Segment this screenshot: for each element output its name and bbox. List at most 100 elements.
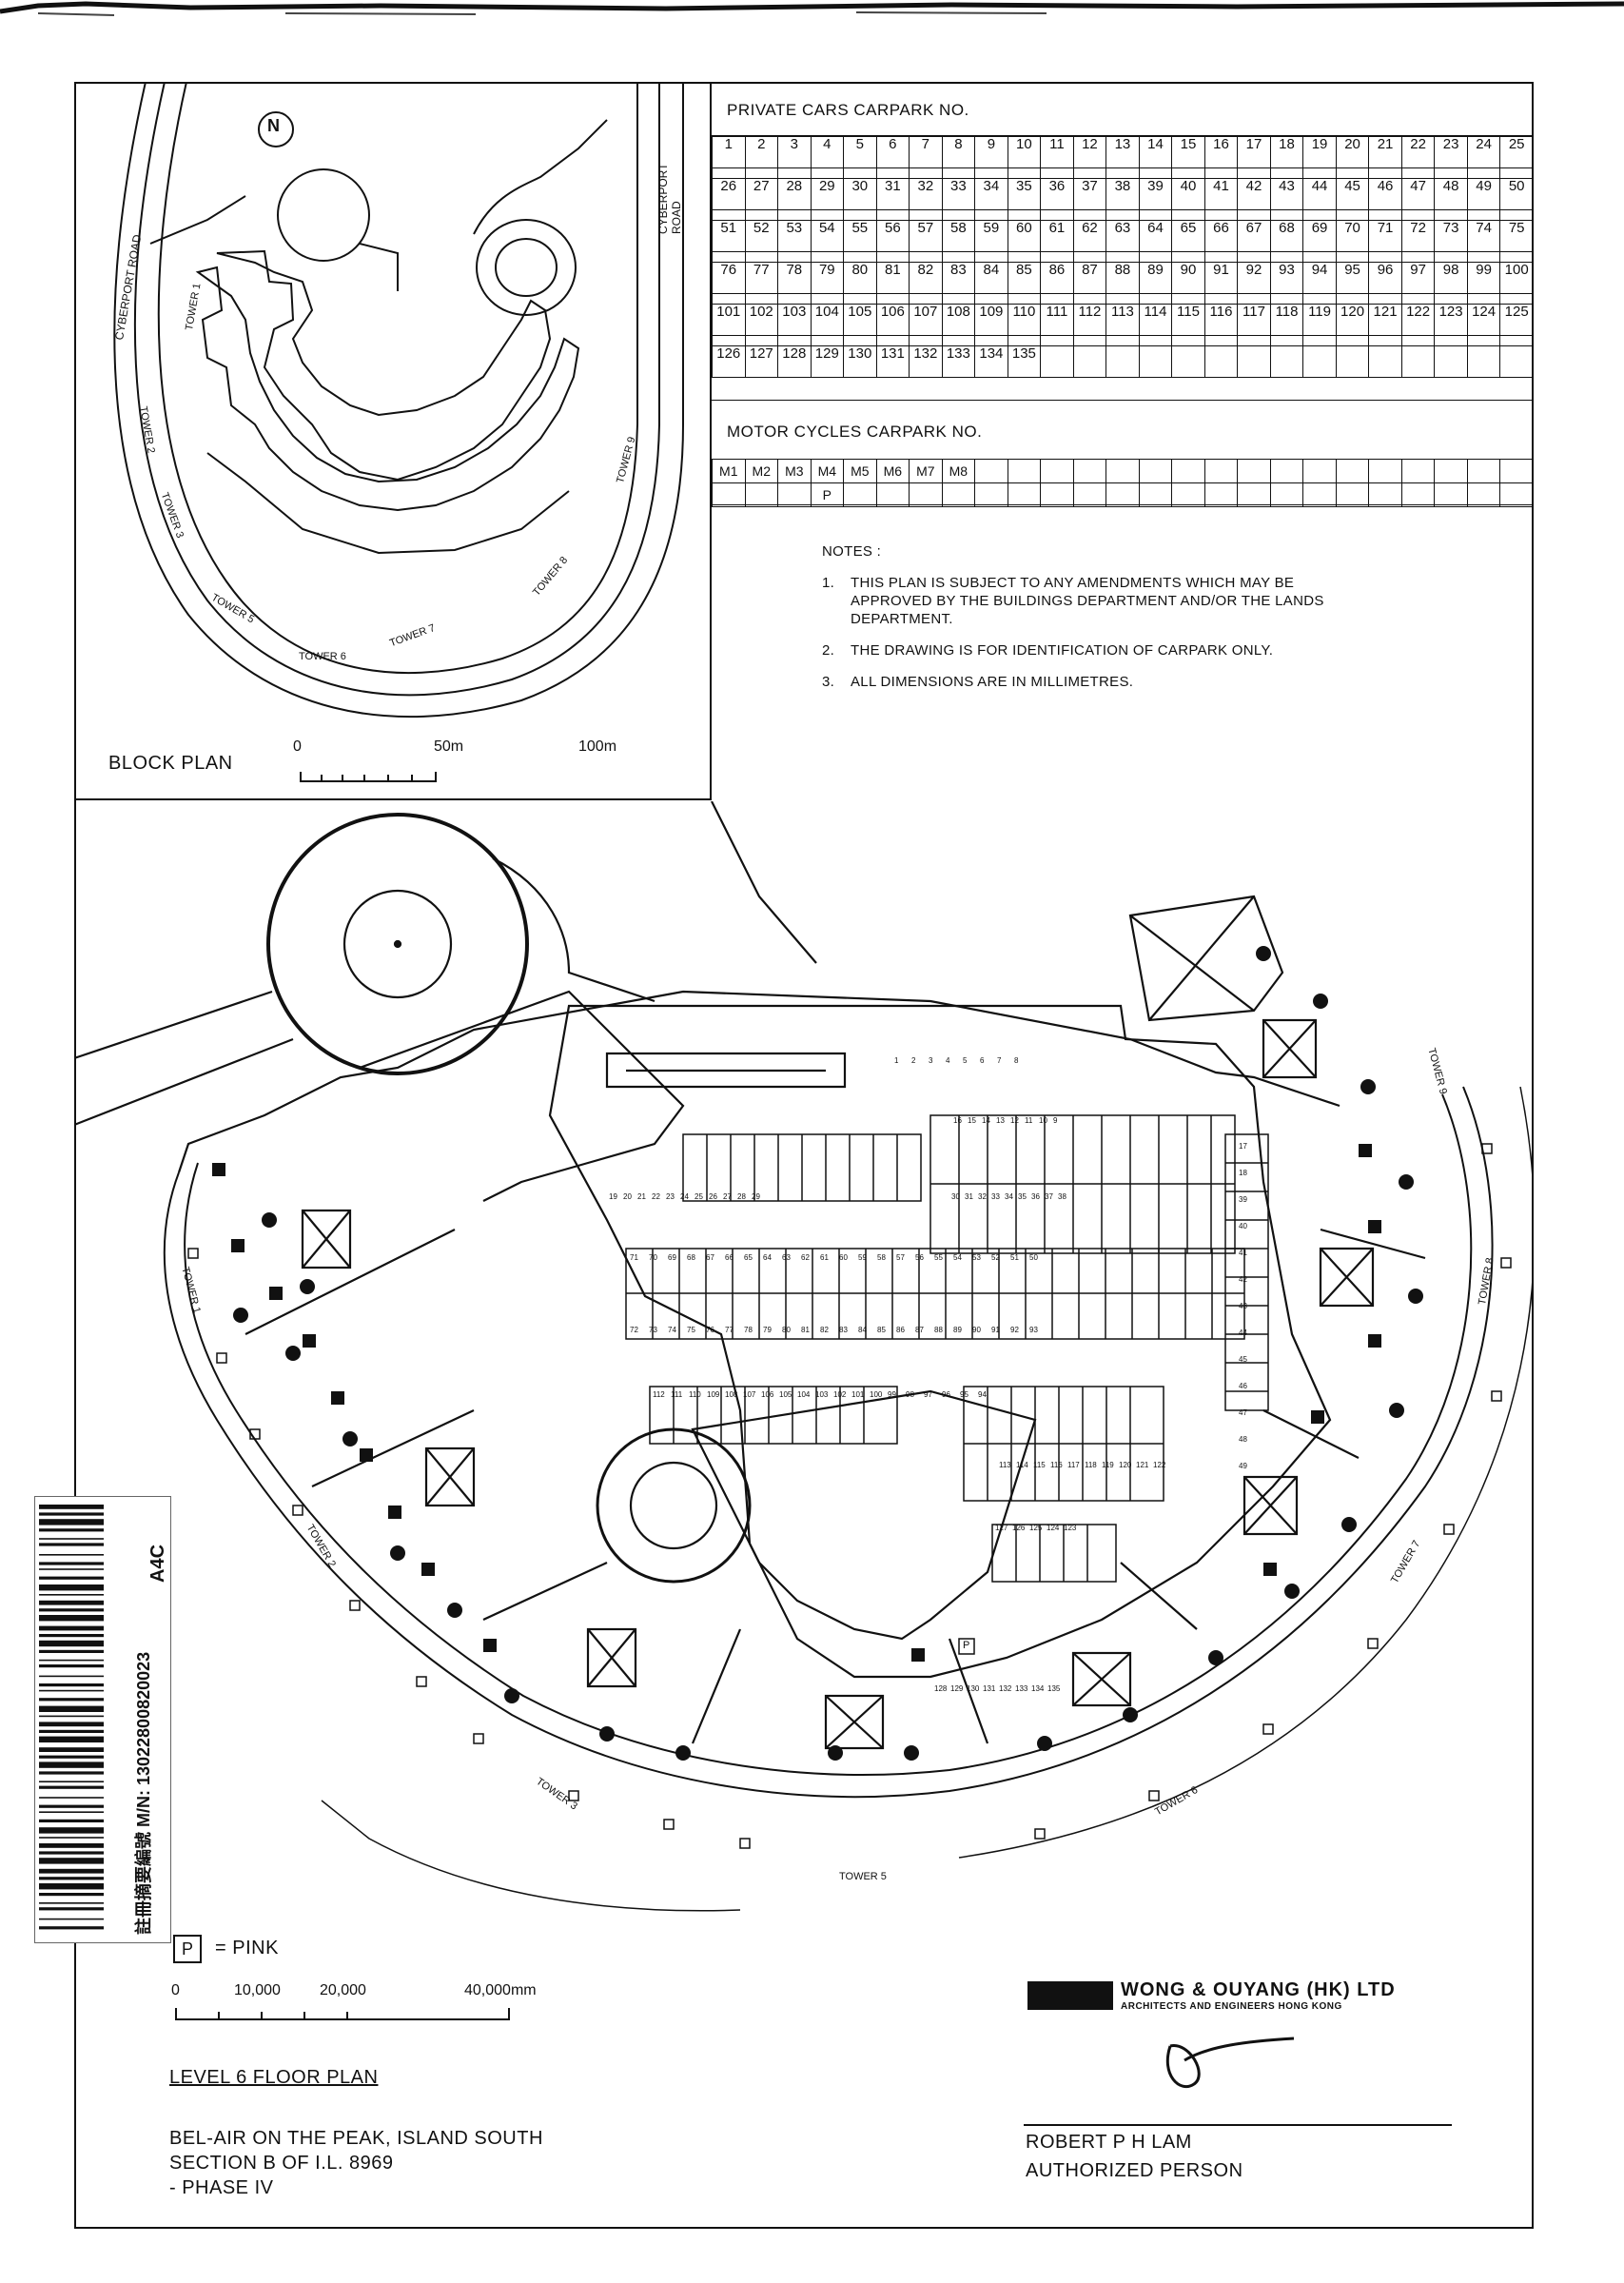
carpark-number-cell: 125 [1499,304,1534,336]
parking-bay-number: 7 [997,1056,1002,1065]
parking-bay-number: 27 [723,1192,732,1201]
carpark-number-cell: 74 [1466,220,1501,252]
parking-bay-number: 16 [953,1116,962,1125]
carpark-number-cell: 81 [875,262,910,294]
carpark-number-cell: 6 [875,136,910,168]
carpark-number-cell: 19 [1302,136,1337,168]
carpark-number-cell: 120 [1335,304,1370,336]
carpark-number-cell: 10 [1007,136,1042,168]
carpark-number-cell: 28 [777,178,812,210]
barcode-number: 註冊摘要編號 M/N: 13022800820023 [134,1651,153,1935]
parking-bay-number: 98 [906,1390,914,1399]
parking-bay-number: 50 [1029,1253,1038,1262]
carpark-number-cell: 124 [1466,304,1501,336]
parking-bay-number: 72 [630,1326,638,1334]
parking-bay-number: 35 [1018,1192,1027,1201]
parking-bay-number: 114 [1016,1461,1028,1469]
carpark-number-cell: 54 [810,220,845,252]
carpark-number-cell: 20 [1335,136,1370,168]
barcode-bar [39,1543,104,1546]
parking-bay-number: 96 [942,1390,950,1399]
carpark-number-cell: 104 [810,304,845,336]
parking-bay-number: 80 [782,1326,791,1334]
parking-bay-number: 18 [1239,1169,1247,1177]
parking-bay-number: 20 [623,1192,632,1201]
parking-bay-number: 132 [999,1684,1012,1693]
carpark-number-cell: 134 [974,345,1008,378]
parking-bay-number: 105 [779,1390,792,1399]
parking-bay-number: 108 [725,1390,738,1399]
carpark-number-cell: 113 [1105,304,1140,336]
barcode-bar [39,1797,104,1799]
legend-pink-marker: P [173,1935,202,1963]
parking-bay-number: 43 [1239,1302,1247,1310]
parking-bay-number: 87 [915,1326,924,1334]
parking-bay-number: 100 [870,1390,883,1399]
parking-bay-number: 9 [1053,1116,1058,1125]
carpark-number-cell: 100 [1499,262,1534,294]
parking-bay-number: 10 [1039,1116,1047,1125]
barcode-bar [39,1729,104,1733]
carpark-number-cell: 133 [941,345,976,378]
parking-bay-number: 112 [653,1390,665,1399]
barcode-bar [39,1877,104,1880]
barcode-bar [39,1705,104,1712]
carpark-number-cell: 30 [843,178,877,210]
barcode-bar [39,1851,104,1855]
parking-bay-number: 119 [1102,1461,1114,1469]
carpark-number-cell: 75 [1499,220,1534,252]
motorcycle-mark-cell [1007,482,1042,507]
parking-bay-number: 68 [687,1253,695,1262]
barcode-bar [39,1538,104,1540]
barcode-bar [39,1562,104,1565]
table-bottom-rule [712,504,1534,505]
barcode-bar [39,1519,104,1525]
carpark-number-cell: 40 [1171,178,1205,210]
parking-bay-number: 52 [991,1253,1000,1262]
motorcycle-mark-cell [1335,482,1370,507]
scan-edge-strip [0,1,1624,16]
carpark-number-cell: 7 [909,136,943,168]
carpark-number-cell: 29 [810,178,845,210]
motorcycle-number-cell [1237,459,1271,483]
carpark-number-cell [1400,345,1436,378]
parking-bay-number: 90 [972,1326,981,1334]
motorcycle-mark-cell [1400,482,1436,507]
carpark-number-cell: 110 [1007,304,1042,336]
carpark-number-cell [1269,345,1304,378]
carpark-number-cell: 1 [712,136,746,168]
parking-bay-number: 23 [666,1192,675,1201]
parking-bay-number: 58 [877,1253,886,1262]
parking-bay-number: 117 [1067,1461,1080,1469]
parking-bay-number: 29 [752,1192,760,1201]
parking-bay-number: 46 [1239,1382,1247,1390]
carpark-number-cell: 127 [744,345,779,378]
scale-0: 0 [171,1982,180,1998]
barcode-bar [39,1698,104,1702]
barcode-bar [39,1659,104,1662]
barcode-bar [39,1761,104,1768]
parking-bay-number: 40 [1239,1222,1247,1230]
motorcycle-number-cell: M7 [909,459,943,483]
carpark-number-cell: 60 [1007,220,1042,252]
carpark-number-cell: 96 [1368,262,1402,294]
barcode-bar [39,1608,104,1612]
notes-heading: NOTES : [822,543,882,560]
barcode-bar [39,1918,104,1920]
parking-bay-number: 107 [743,1390,756,1399]
parking-bay-number: 115 [1033,1461,1046,1469]
project-line-2: SECTION B OF I.L. 8969 [169,2153,394,2174]
parking-bay-number: 24 [680,1192,689,1201]
motorcycle-mark-cell [843,482,877,507]
parking-bay-number: 111 [671,1390,683,1399]
parking-bay-number: 3 [929,1056,933,1065]
motorcycle-mark-cell: P [810,482,845,507]
motorcycle-mark-cell [1368,482,1402,507]
carpark-number-cell: 4 [810,136,845,168]
cars-bottom-rule [712,400,1534,401]
parking-bay-number: 39 [1239,1195,1247,1204]
